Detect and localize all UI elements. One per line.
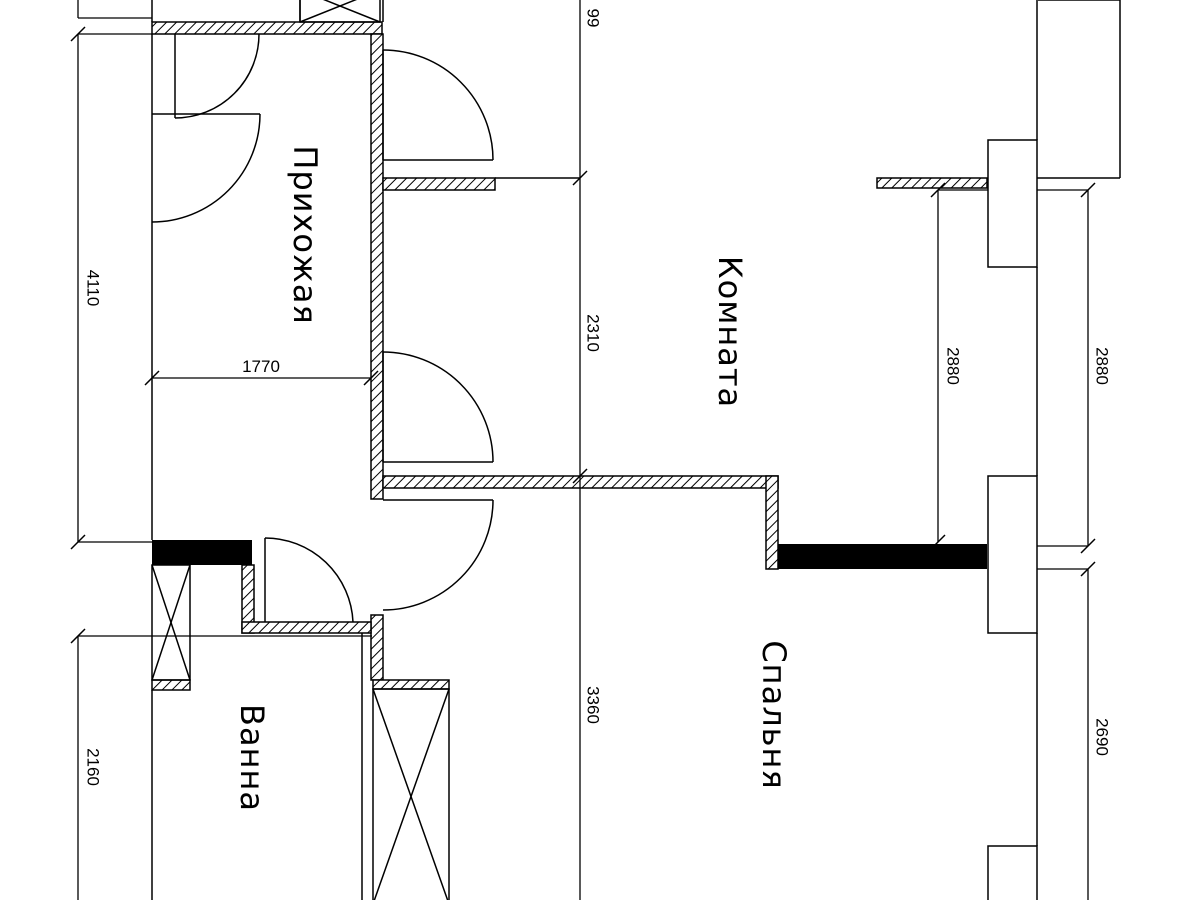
doors [151,33,494,623]
dimension-label-window-inner: 2880 [944,347,963,385]
window-lower [987,845,1038,900]
wall-hallway-right-lower [370,614,384,681]
dimension-label-top: 99 [584,9,603,28]
solid-wall-bedroom [778,544,987,569]
shaft-cabinet [372,688,450,900]
dimension-label-hallway-width: 1770 [242,357,280,376]
dimension-lines [77,0,1089,900]
wall-bath-stub-horizontal [241,621,372,634]
wall-hallway-right [370,33,384,500]
solid-walls [152,540,987,569]
solid-wall-bath [152,540,252,565]
room-label-living: Комната [711,256,749,408]
room-label-hallway: Прихожая [286,145,324,324]
windows [987,139,1038,900]
wall-living-top [382,177,496,191]
wall-jog-vertical [765,475,779,570]
door-living-upper [382,49,494,161]
shaft-bath [151,564,191,681]
door-bathroom [264,537,354,623]
dimension-ticks [70,26,1096,644]
door-bedroom [382,499,494,611]
wall-top-stub [151,21,383,35]
partition-walls [151,21,988,691]
door-top [174,33,260,119]
dimension-label-bedroom-outer: 2690 [1093,718,1112,756]
wall-bath-lower-left [151,679,191,691]
dimension-label-bedroom-inner: 3360 [584,686,603,724]
door-living-lower [382,351,494,463]
dimension-label-hallway-height: 4110 [84,270,103,307]
dimension-label-corridor: 2310 [584,314,603,352]
door-hallway-left [151,113,261,223]
dimension-label-bathroom-height: 2160 [84,748,103,786]
outer-lines [151,0,1121,900]
shafts [151,0,450,900]
window-middle [987,475,1038,634]
shaft-top [299,0,381,23]
wall-bottom-cabinet-top [372,679,450,690]
dimension-label-window-outer: 2880 [1093,347,1112,385]
wall-right-balcony [876,177,988,189]
room-label-bedroom: Спальня [755,640,793,789]
window-upper [987,139,1038,268]
room-label-bathroom: Ванна [233,704,271,812]
